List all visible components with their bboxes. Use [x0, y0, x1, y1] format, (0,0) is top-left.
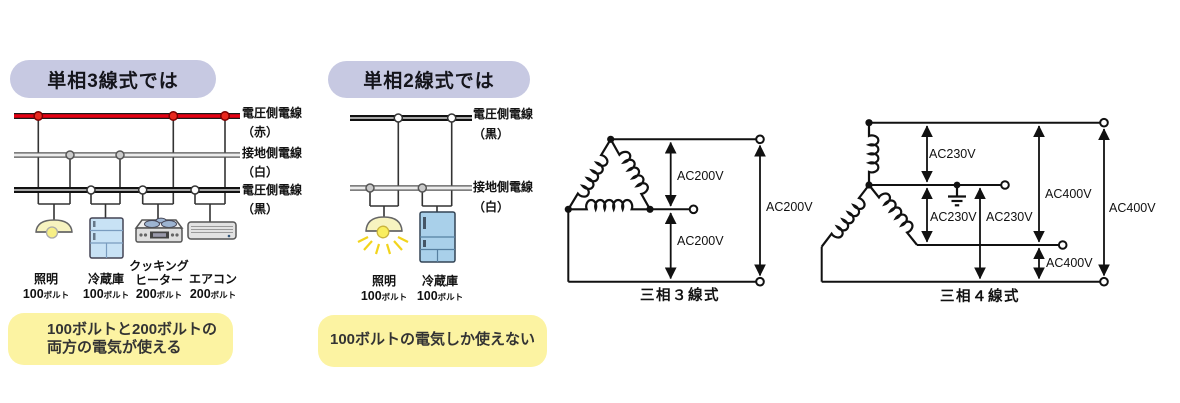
- junction-dots: [865, 119, 961, 189]
- appliance-label-aircon: エアコン: [188, 272, 237, 286]
- terminals: [1000, 117, 1109, 287]
- voltage-label-ac400v-right: AC400V: [1109, 201, 1156, 215]
- appliance-voltage-fridge: 100ボルト: [71, 288, 141, 301]
- light-rays: [357, 236, 409, 255]
- appliance-voltage-aircon: 200ボルト: [178, 288, 248, 301]
- note-2wire: 100ボルトの電気しか使えない: [318, 315, 547, 367]
- voltage-label-ac200v-line: AC200V: [766, 200, 813, 214]
- wire-label-neutral-color: （白）: [242, 165, 279, 179]
- appliance-voltage-lamp: 100ボルト: [349, 290, 419, 303]
- voltage-unit: ボルト: [437, 292, 464, 302]
- lamp-glowing-icon: [357, 216, 409, 255]
- caption-three-phase-3wire: 三相３線式: [640, 288, 720, 304]
- voltage-label-ac230v-mid: AC230V: [930, 210, 977, 224]
- appliance-label-heater-1: クッキング: [129, 259, 189, 273]
- single-phase-2wire-diagram: [350, 113, 472, 263]
- voltage-label-ac230v-low: AC230V: [986, 210, 1033, 224]
- wire-label-red-color: （赤）: [242, 125, 279, 139]
- dimension-arrows: [664, 141, 766, 280]
- single-phase-3wire-diagram: [14, 111, 240, 259]
- terminals: [688, 134, 765, 287]
- coil-left-phase: [820, 184, 870, 248]
- tap-lines: [37, 116, 226, 222]
- appliance-label-fridge: 冷蔵庫: [421, 274, 458, 288]
- appliance-voltage-lamp: 100ボルト: [11, 288, 81, 301]
- voltage-label-ac230v-top: AC230V: [929, 147, 976, 161]
- wire-label-neutral: 接地側電線: [242, 146, 303, 160]
- wire-label-red: 電圧側電線: [242, 106, 303, 120]
- lamp-icon: [35, 219, 73, 239]
- coil-right-side: [609, 138, 651, 210]
- voltage-value: 100: [416, 289, 438, 303]
- voltage-label-ac400v-lower: AC400V: [1046, 256, 1093, 270]
- voltage-value: 100: [360, 289, 382, 303]
- earth-ground-icon: [948, 185, 966, 207]
- white-junction-dots-on-black: [86, 185, 200, 195]
- voltage-unit: ボルト: [103, 290, 130, 300]
- voltage-value: 100: [22, 287, 44, 301]
- red-junction-dots: [33, 111, 230, 121]
- appliance-voltage-fridge: 100ボルト: [405, 290, 475, 303]
- appliance-label-lamp: 照明: [371, 274, 396, 288]
- three-phase-4wire-circuit: [820, 117, 1110, 287]
- white-junction-dots-on-neutral: [65, 150, 125, 160]
- appliance-voltage-heater: 200ボルト: [124, 288, 194, 301]
- note-2wire-line1: 100ボルトの電気しか使えない: [329, 331, 536, 348]
- appliance-label-fridge: 冷蔵庫: [87, 272, 124, 286]
- note-3wire: 100ボルトと200ボルトの 両方の電気が使える: [8, 313, 233, 365]
- title-single-phase-3wire: 単相3線式では: [10, 60, 216, 98]
- voltage-unit: ボルト: [156, 290, 183, 300]
- cooking-heater-icon: [134, 217, 184, 243]
- delta-coils: [567, 138, 651, 213]
- coil-bottom-side: [568, 198, 650, 213]
- voltage-unit: ボルト: [210, 290, 237, 300]
- dimension-arrows: [921, 125, 1110, 280]
- appliance-label-heater-2: ヒーター: [134, 273, 183, 287]
- coil-left-side: [567, 138, 612, 210]
- wire-label-black-color: （黒）: [473, 127, 510, 141]
- three-phase-3wire-circuit: [564, 134, 766, 287]
- voltage-unit: ボルト: [43, 290, 70, 300]
- voltage-value: 100: [82, 287, 104, 301]
- voltage-value: 200: [135, 287, 157, 301]
- coil-right-phase: [868, 184, 918, 246]
- appliance-label-lamp: 照明: [33, 272, 58, 286]
- caption-three-phase-4wire: 三相４線式: [940, 289, 1020, 305]
- wire-label-black: 電圧側電線: [473, 107, 534, 121]
- wye-coils: [820, 122, 918, 248]
- voltage-label-ac200v-upper: AC200V: [677, 169, 724, 183]
- tap-lines: [369, 118, 453, 219]
- white-junction-dots-on-neutral: [365, 183, 428, 193]
- wire-label-black: 電圧側電線: [242, 183, 303, 197]
- title-single-phase-2wire: 単相2線式では: [328, 61, 530, 98]
- junction-dots: [564, 135, 654, 213]
- note-3wire-line1: 100ボルトと200ボルトの: [47, 321, 218, 338]
- white-junction-dots-on-black: [393, 113, 457, 123]
- note-3wire-line2: 両方の電気が使える: [47, 338, 182, 356]
- wire-label-neutral-color: （白）: [473, 200, 510, 214]
- fridge-icon: [419, 211, 456, 263]
- fridge-icon: [89, 217, 124, 259]
- coil-top-phase: [865, 122, 880, 185]
- voltage-label-ac400v-upper: AC400V: [1045, 187, 1092, 201]
- aircon-icon: [187, 221, 237, 240]
- voltage-unit: ボルト: [381, 292, 408, 302]
- voltage-value: 200: [189, 287, 211, 301]
- wire-label-neutral: 接地側電線: [473, 180, 534, 194]
- voltage-label-ac200v-lower: AC200V: [677, 234, 724, 248]
- wire-label-black-color: （黒）: [242, 202, 279, 216]
